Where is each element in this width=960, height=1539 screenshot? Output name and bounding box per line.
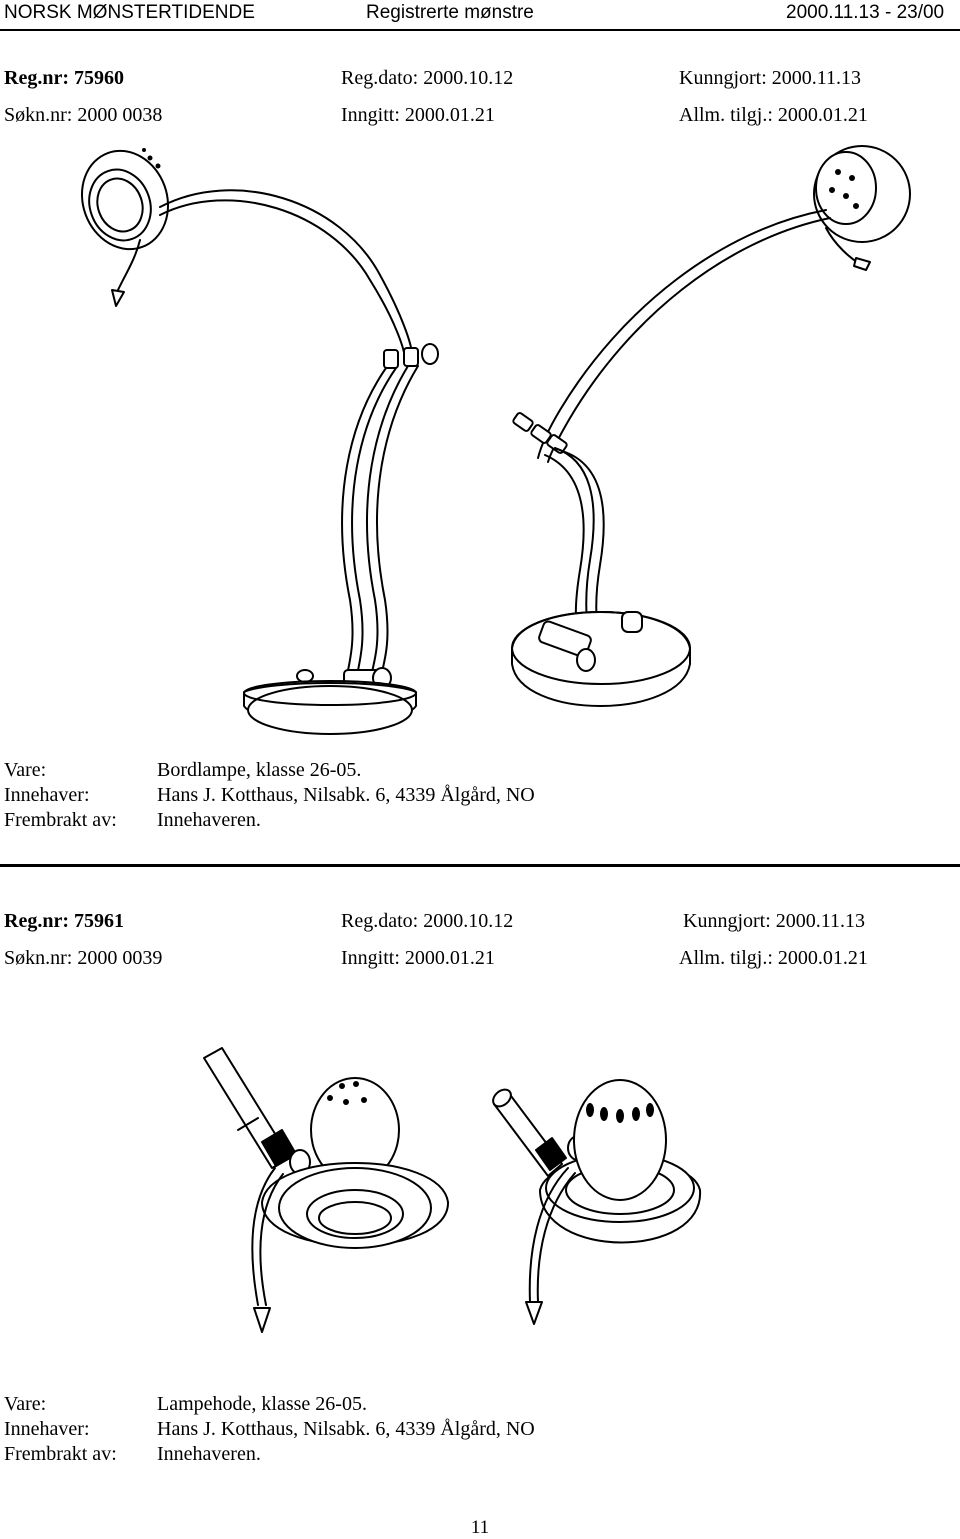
lamphead-view-back-icon xyxy=(492,1079,702,1325)
lamp-view-back-icon xyxy=(511,145,911,707)
entry-1-vare-row: Vare: Bordlampe, klasse 26-05. xyxy=(0,758,700,783)
entry-2-regdato: Reg.dato: 2000.10.12 xyxy=(341,910,514,932)
section-title: Registrerte mønstre xyxy=(366,2,534,23)
entry-2-vare-row: Vare: Lampehode, klasse 26-05. xyxy=(0,1392,700,1417)
entry-2-allm: Allm. tilgj.: 2000.01.21 xyxy=(679,947,868,969)
lamp-view-front-icon xyxy=(80,148,439,735)
entry-1-kunngjort: Kunngjort: 2000.11.13 xyxy=(679,67,862,89)
publication-title: NORSK MØNSTERTIDENDE xyxy=(4,2,255,23)
entry-1-drawing xyxy=(0,140,960,750)
entry-2-inngitt: Inngitt: 2000.01.21 xyxy=(341,947,495,969)
vare-value: Bordlampe, klasse 26-05. xyxy=(157,759,362,781)
frembrakt-value: Innehaveren. xyxy=(157,1443,261,1465)
entry-2-frembrakt-row: Frembrakt av: Innehaveren. xyxy=(0,1442,700,1467)
entry-1-meta-row-2: Søkn.nr: 2000 0038 Inngitt: 2000.01.21 A… xyxy=(0,104,960,130)
vare-label: Vare: xyxy=(4,759,47,781)
entry-2-meta-row-1: Reg.nr: 75961 Reg.dato: 2000.10.12 Kunng… xyxy=(0,910,960,936)
frembrakt-value: Innehaveren. xyxy=(157,809,261,831)
entry-1-regnr: Reg.nr: 75960 xyxy=(4,67,124,89)
entry-2-soknr: Søkn.nr: 2000 0039 xyxy=(4,947,163,969)
frembrakt-label: Frembrakt av: xyxy=(4,809,117,831)
frembrakt-label: Frembrakt av: xyxy=(4,1443,117,1465)
lamphead-view-front-icon xyxy=(203,1047,450,1333)
innehaver-label: Innehaver: xyxy=(4,1418,90,1440)
entry-2-meta-row-2: Søkn.nr: 2000 0039 Inngitt: 2000.01.21 A… xyxy=(0,947,960,973)
entry-1-meta-row-1: Reg.nr: 75960 Reg.dato: 2000.10.12 Kunng… xyxy=(0,67,960,93)
innehaver-value: Hans J. Kotthaus, Nilsabk. 6, 4339 Ålgår… xyxy=(157,1418,535,1440)
entry-1-soknr: Søkn.nr: 2000 0038 xyxy=(4,104,163,126)
entry-divider xyxy=(0,864,960,867)
entry-1-inngitt: Inngitt: 2000.01.21 xyxy=(341,104,495,126)
entry-2-innehaver-row: Innehaver: Hans J. Kotthaus, Nilsabk. 6,… xyxy=(0,1417,700,1442)
vare-label: Vare: xyxy=(4,1393,47,1415)
header-rule xyxy=(0,29,960,31)
entry-2-kunngjort: Kunngjort: 2000.11.13 xyxy=(683,910,866,932)
innehaver-label: Innehaver: xyxy=(4,784,90,806)
entry-1-allm: Allm. tilgj.: 2000.01.21 xyxy=(679,104,868,126)
entry-2-drawing xyxy=(0,1040,960,1340)
innehaver-value: Hans J. Kotthaus, Nilsabk. 6, 4339 Ålgår… xyxy=(157,784,535,806)
entry-1-info: Vare: Bordlampe, klasse 26-05. Innehaver… xyxy=(0,758,700,833)
entry-2-info: Vare: Lampehode, klasse 26-05. Innehaver… xyxy=(0,1392,700,1467)
entry-2-regnr: Reg.nr: 75961 xyxy=(4,910,124,932)
entry-1-frembrakt-row: Frembrakt av: Innehaveren. xyxy=(0,808,700,833)
vare-value: Lampehode, klasse 26-05. xyxy=(157,1393,367,1415)
issue-label: 2000.11.13 - 23/00 xyxy=(786,2,945,23)
entry-1-regdato: Reg.dato: 2000.10.12 xyxy=(341,67,514,89)
entry-1-innehaver-row: Innehaver: Hans J. Kotthaus, Nilsabk. 6,… xyxy=(0,783,700,808)
page-number: 11 xyxy=(470,1517,490,1538)
page-header: NORSK MØNSTERTIDENDE Registrerte mønstre… xyxy=(0,0,960,27)
